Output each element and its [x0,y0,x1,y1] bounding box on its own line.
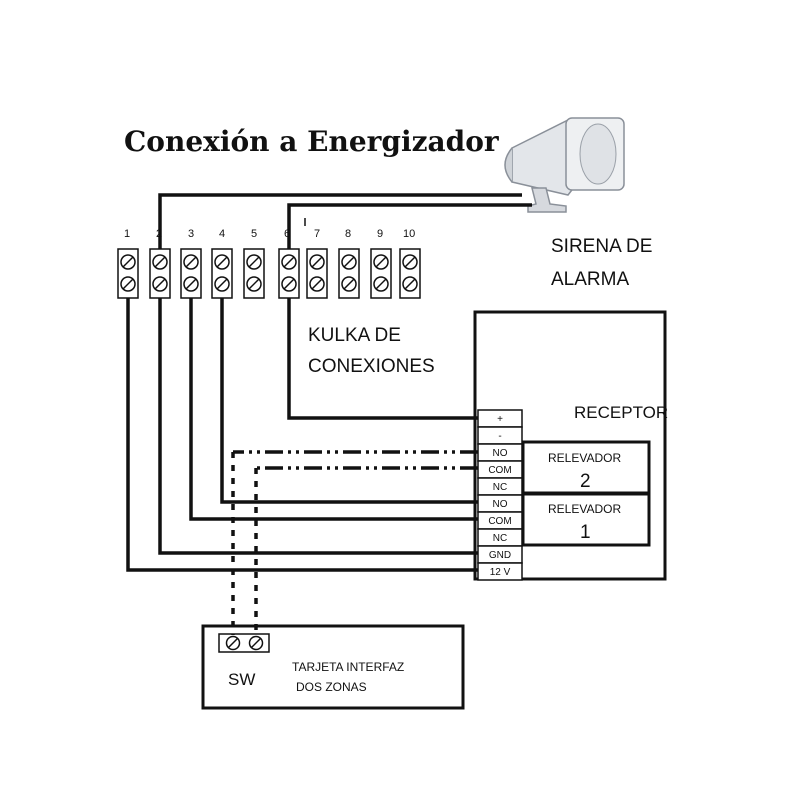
terminal-number-6: 6 [284,228,290,240]
terminal-number-4: 4 [219,228,225,240]
terminal-block [117,248,421,299]
siren-wires [158,193,532,250]
terminal-block-label-line1: KULKA DE [308,325,401,346]
siren-horn-icon [504,117,625,213]
terminal-unit-3 [180,248,202,299]
relay-1-number: 1 [580,522,591,543]
terminal-number-3: 3 [188,228,194,240]
terminal-number-9: 9 [377,228,383,240]
interface-card-label-line1: TARJETA INTERFAZ [292,660,404,674]
interface-card-box [201,624,465,710]
relay-2-number: 2 [580,471,591,492]
receiver-terminal-label: NC [493,482,507,493]
receiver-terminal-label: NO [493,448,508,459]
receiver-terminal-label: 12 V [490,567,511,578]
terminal-number-10: 10 [403,228,415,240]
terminal-unit-5 [243,248,265,299]
receiver-terminal-label: - [498,431,501,442]
terminal-number-1: 1 [124,228,130,240]
receiver-box [473,310,667,581]
terminal-unit-9 [370,248,392,299]
terminal-unit-8 [338,248,360,299]
receiver-terminal-label: NO [493,499,508,510]
terminal-unit-4 [211,248,233,299]
relay-1-box [521,492,651,547]
siren-label-line1: SIRENA DE [551,236,652,257]
diagram-title: Conexión a Energizador [124,125,500,158]
siren-label-line2: ALARMA [551,269,629,290]
receiver-terminal-label: GND [489,550,511,561]
terminal-unit-2 [149,248,171,299]
power-and-relay-wires [126,298,478,572]
receiver-terminal-strip: + - NO COM NC NO COM NC GND 12 V [477,409,523,581]
interface-card-sw-label: SW [228,670,255,689]
relay-2-label: RELEVADOR [548,451,621,465]
receiver-terminal-label: COM [488,465,511,476]
interface-card-label-line2: DOS ZONAS [296,680,367,694]
terminal-number-2: 2 [156,228,162,240]
terminal-number-7: 7 [314,228,320,240]
terminal-number-5: 5 [251,228,257,240]
terminal-numbers: 1 2 3 4 5 6 7 8 9 10 [124,228,415,240]
relay-1-label: RELEVADOR [548,502,621,516]
terminal-unit-6 [278,248,300,299]
terminal-number-8: 8 [345,228,351,240]
receiver-terminal-label: COM [488,516,511,527]
receiver-label: RECEPTOR [574,403,668,422]
receiver-terminal-label: + [497,414,503,425]
receiver-terminal-label: NC [493,533,507,544]
terminal-unit-10 [399,248,421,299]
terminal-unit-1 [117,248,139,299]
interface-signal-wires [231,450,478,635]
terminal-unit-7 [306,248,328,299]
interface-card-screw-terminal [218,633,270,653]
terminal-block-label-line2: CONEXIONES [308,356,435,377]
